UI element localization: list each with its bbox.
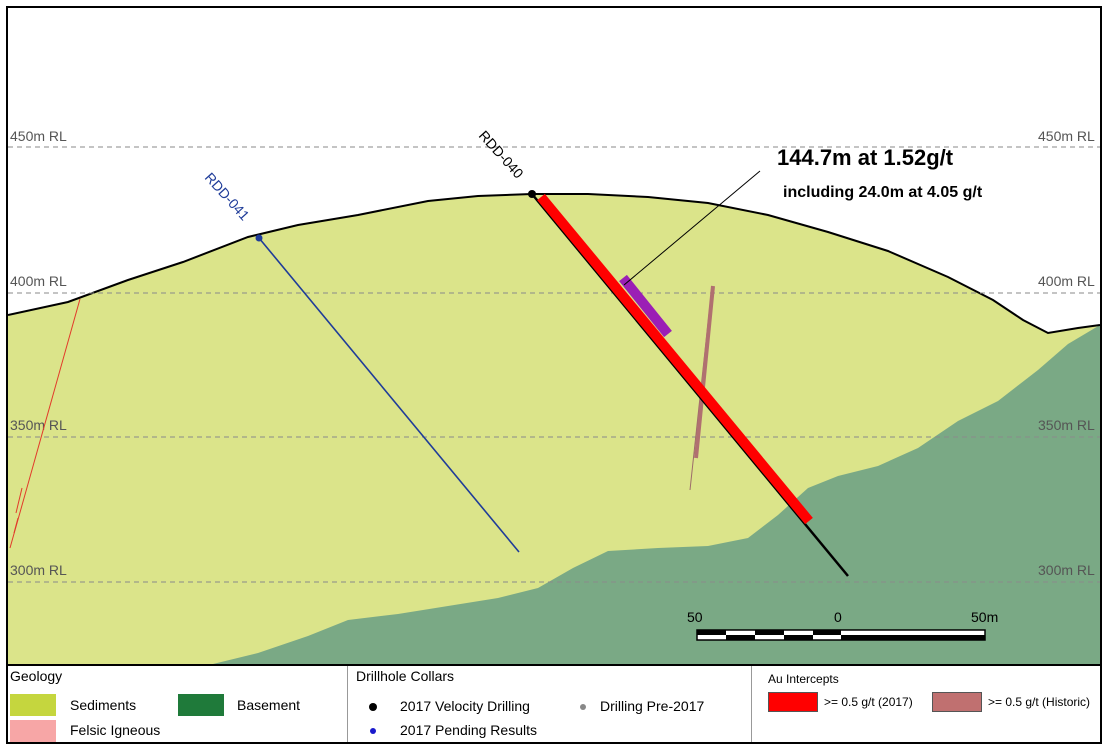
rl-label-left-400: 400m RL xyxy=(10,273,67,289)
swatch-intercept-historic xyxy=(932,692,982,712)
cross-section-figure: 450m RL 450m RL 400m RL 400m RL 350m RL … xyxy=(6,6,1102,744)
collar-pending-icon xyxy=(370,728,376,734)
legend-intercept-2017-label: >= 0.5 g/t (2017) xyxy=(824,695,913,709)
legend-collars: Drillhole Collars 2017 Velocity Drilling… xyxy=(348,666,752,742)
legend-geology: Geology Sediments Basement Felsic Igneou… xyxy=(8,666,348,742)
rl-label-right-300: 300m RL xyxy=(1038,562,1095,578)
basement-unit xyxy=(213,325,1100,664)
scale-label-mid: 0 xyxy=(834,609,842,625)
legend-basement-label: Basement xyxy=(237,697,301,713)
legend-intercept-historic-label: >= 0.5 g/t (Historic) xyxy=(988,695,1091,709)
rl-label-left-350: 350m RL xyxy=(10,417,67,433)
legend-geology-title: Geology xyxy=(10,668,63,684)
rl-gridlines xyxy=(8,146,1100,583)
rl-label-left-450: 450m RL xyxy=(10,128,67,144)
rl-label-right-350: 350m RL xyxy=(1038,417,1095,433)
legend-pre2017-label: Drilling Pre-2017 xyxy=(600,698,705,714)
legend-velocity-label: 2017 Velocity Drilling xyxy=(400,698,530,714)
rdd040-high-grade-interval xyxy=(619,274,672,338)
cross-section-canvas: 450m RL 450m RL 400m RL 400m RL 350m RL … xyxy=(8,127,1100,664)
felsic-dykes xyxy=(9,298,81,549)
legend-intercepts-title: Au Intercepts xyxy=(768,672,839,686)
rl-label-right-450: 450m RL xyxy=(1038,128,1095,144)
scale-bar: 50 0 50m xyxy=(687,609,998,641)
legend-sediments-label: Sediments xyxy=(70,697,137,713)
rdd040-intercept-2017 xyxy=(537,193,813,525)
rl-labels: 450m RL 450m RL 400m RL 400m RL 350m RL … xyxy=(10,128,1095,578)
collar-velocity-icon xyxy=(369,703,377,711)
legend-pending-label: 2017 Pending Results xyxy=(400,722,537,738)
legend-collars-title: Drillhole Collars xyxy=(356,668,455,684)
scale-label-right: 50m xyxy=(971,609,998,625)
swatch-felsic xyxy=(10,720,56,742)
callout-headline: 144.7m at 1.52g/t xyxy=(777,145,954,170)
rdd041-trace xyxy=(258,237,520,553)
rdd040-trace xyxy=(531,193,849,577)
legend-felsic-label: Felsic Igneous xyxy=(70,722,161,738)
rl-label-left-300: 300m RL xyxy=(10,562,67,578)
callout-leader xyxy=(623,170,761,286)
scale-label-left: 50 xyxy=(687,609,703,625)
swatch-intercept-2017 xyxy=(768,692,818,712)
collar-pre2017-icon xyxy=(580,704,586,710)
legend-intercepts: Au Intercepts >= 0.5 g/t (2017) >= 0.5 g… xyxy=(752,666,1100,742)
callout-subline: including 24.0m at 4.05 g/t xyxy=(783,184,983,201)
swatch-basement xyxy=(178,694,224,716)
rdd040-label: RDD-040 xyxy=(476,127,527,181)
rdd040-collar xyxy=(528,190,536,198)
rdd041-label: RDD-041 xyxy=(202,169,253,223)
rdd041-collar xyxy=(255,234,263,242)
swatch-sediments xyxy=(10,694,56,716)
topography-line xyxy=(8,193,1100,335)
rl-label-right-400: 400m RL xyxy=(1038,273,1095,289)
legend: Geology Sediments Basement Felsic Igneou… xyxy=(8,664,1100,742)
